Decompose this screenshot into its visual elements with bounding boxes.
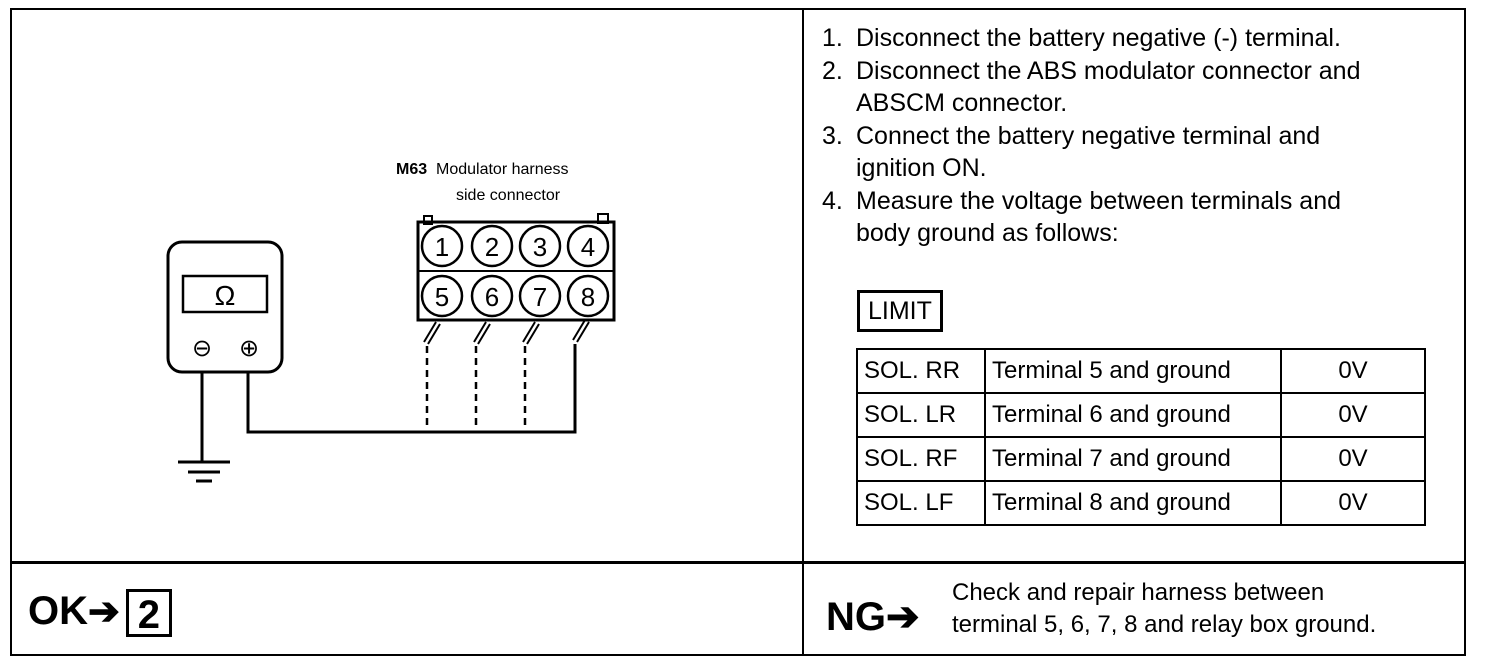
pin-1: 1 bbox=[420, 224, 464, 268]
table-row: SOL. LR Terminal 6 and ground 0V bbox=[856, 392, 1426, 438]
ground-icon bbox=[178, 460, 230, 483]
ok-next-step: 2 bbox=[125, 589, 172, 638]
step-3-number: 3. bbox=[822, 122, 843, 150]
step-2-number: 2. bbox=[822, 57, 843, 85]
positive-terminal-icon: ⊕ bbox=[239, 335, 259, 362]
step-2-text-line2: ABSCM connector. bbox=[856, 89, 1068, 117]
negative-terminal-icon: ⊖ bbox=[192, 335, 212, 362]
step-4-text-line2: body ground as follows: bbox=[856, 219, 1119, 247]
pin-1-label: 1 bbox=[435, 232, 449, 262]
pin-5: 5 bbox=[420, 274, 464, 318]
ok-result: OK➔2 bbox=[28, 586, 172, 638]
step-4-text-line1: Measure the voltage between terminals an… bbox=[856, 187, 1342, 215]
table-row: SOL. RF Terminal 7 and ground 0V bbox=[856, 436, 1426, 482]
step-2-text-line1: Disconnect the ABS modulator connector a… bbox=[856, 57, 1361, 85]
pin-4: 4 bbox=[566, 224, 610, 268]
column-divider bbox=[802, 8, 804, 656]
connector-title-line2: side connector bbox=[456, 187, 561, 204]
table-row: SOL. LF Terminal 8 and ground 0V bbox=[856, 480, 1426, 526]
ng-arrow-icon: ➔ bbox=[886, 595, 920, 639]
step-3: 3. Connect the battery negative terminal… bbox=[822, 120, 1462, 184]
voltage-cell: 0V bbox=[1280, 392, 1426, 438]
pin-2-label: 2 bbox=[485, 232, 499, 262]
pin-6-label: 6 bbox=[485, 282, 499, 312]
step-3-text-line1: Connect the battery negative terminal an… bbox=[856, 122, 1321, 150]
ng-instruction-line1: Check and repair harness between bbox=[952, 579, 1325, 606]
dashed-leads bbox=[425, 346, 527, 430]
voltage-cell: 0V bbox=[1280, 348, 1426, 394]
pin-7: 7 bbox=[518, 274, 562, 318]
step-4-number: 4. bbox=[822, 187, 843, 215]
probe-tips bbox=[423, 319, 590, 345]
pin-8-label: 8 bbox=[581, 282, 595, 312]
pin-4-label: 4 bbox=[581, 232, 595, 262]
solenoid-cell: SOL. RF bbox=[856, 436, 986, 482]
ok-label: OK bbox=[28, 589, 88, 633]
wiring-diagram: M63 Modulator harness side connector 1 2… bbox=[166, 161, 616, 483]
solenoid-cell: SOL. LR bbox=[856, 392, 986, 438]
table-row: SOL. RR Terminal 5 and ground 0V bbox=[856, 348, 1426, 394]
connector-title-line1: Modulator harness bbox=[436, 161, 569, 178]
ohm-symbol: Ω bbox=[215, 280, 236, 311]
step-3-text-line2: ignition ON. bbox=[856, 154, 987, 182]
step-4: 4. Measure the voltage between terminals… bbox=[822, 185, 1462, 249]
row-divider bbox=[10, 561, 1466, 564]
ohmmeter-display bbox=[181, 274, 269, 314]
solenoid-cell: SOL. RR bbox=[856, 348, 986, 394]
terminal-cell: Terminal 5 and ground bbox=[984, 348, 1282, 394]
voltage-cell: 0V bbox=[1280, 480, 1426, 526]
step-1-text: Disconnect the battery negative (-) term… bbox=[856, 24, 1341, 52]
frame bbox=[10, 8, 1466, 656]
connector-latch-left bbox=[423, 215, 433, 225]
pin-2: 2 bbox=[470, 224, 514, 268]
ng-label: NG bbox=[826, 595, 886, 639]
pin-8: 8 bbox=[566, 274, 610, 318]
voltage-cell: 0V bbox=[1280, 436, 1426, 482]
limit-label: LIMIT bbox=[857, 290, 943, 332]
ok-arrow-icon: ➔ bbox=[88, 591, 120, 633]
pin-3-label: 3 bbox=[533, 232, 547, 262]
step-2: 2. Disconnect the ABS modulator connecto… bbox=[822, 55, 1462, 119]
limit-table: SOL. RR Terminal 5 and ground 0V SOL. LR… bbox=[856, 348, 1426, 526]
ng-instruction-line2: terminal 5, 6, 7, 8 and relay box ground… bbox=[952, 611, 1377, 638]
procedure-steps: 1. Disconnect the battery negative (-) t… bbox=[822, 22, 1462, 250]
pin-5-label: 5 bbox=[435, 282, 449, 312]
step-1: 1. Disconnect the battery negative (-) t… bbox=[822, 22, 1462, 54]
terminal-cell: Terminal 7 and ground bbox=[984, 436, 1282, 482]
ng-instruction: Check and repair harness between termina… bbox=[952, 577, 1376, 641]
ng-result: NG➔ bbox=[826, 592, 920, 642]
solenoid-cell: SOL. LF bbox=[856, 480, 986, 526]
pin-7-label: 7 bbox=[533, 282, 547, 312]
terminal-cell: Terminal 6 and ground bbox=[984, 392, 1282, 438]
test-lead-positive bbox=[246, 344, 577, 434]
step-1-number: 1. bbox=[822, 24, 843, 52]
pin-6: 6 bbox=[470, 274, 514, 318]
pin-3: 3 bbox=[518, 224, 562, 268]
terminal-cell: Terminal 8 and ground bbox=[984, 480, 1282, 526]
connector-code: M63 bbox=[396, 161, 427, 178]
